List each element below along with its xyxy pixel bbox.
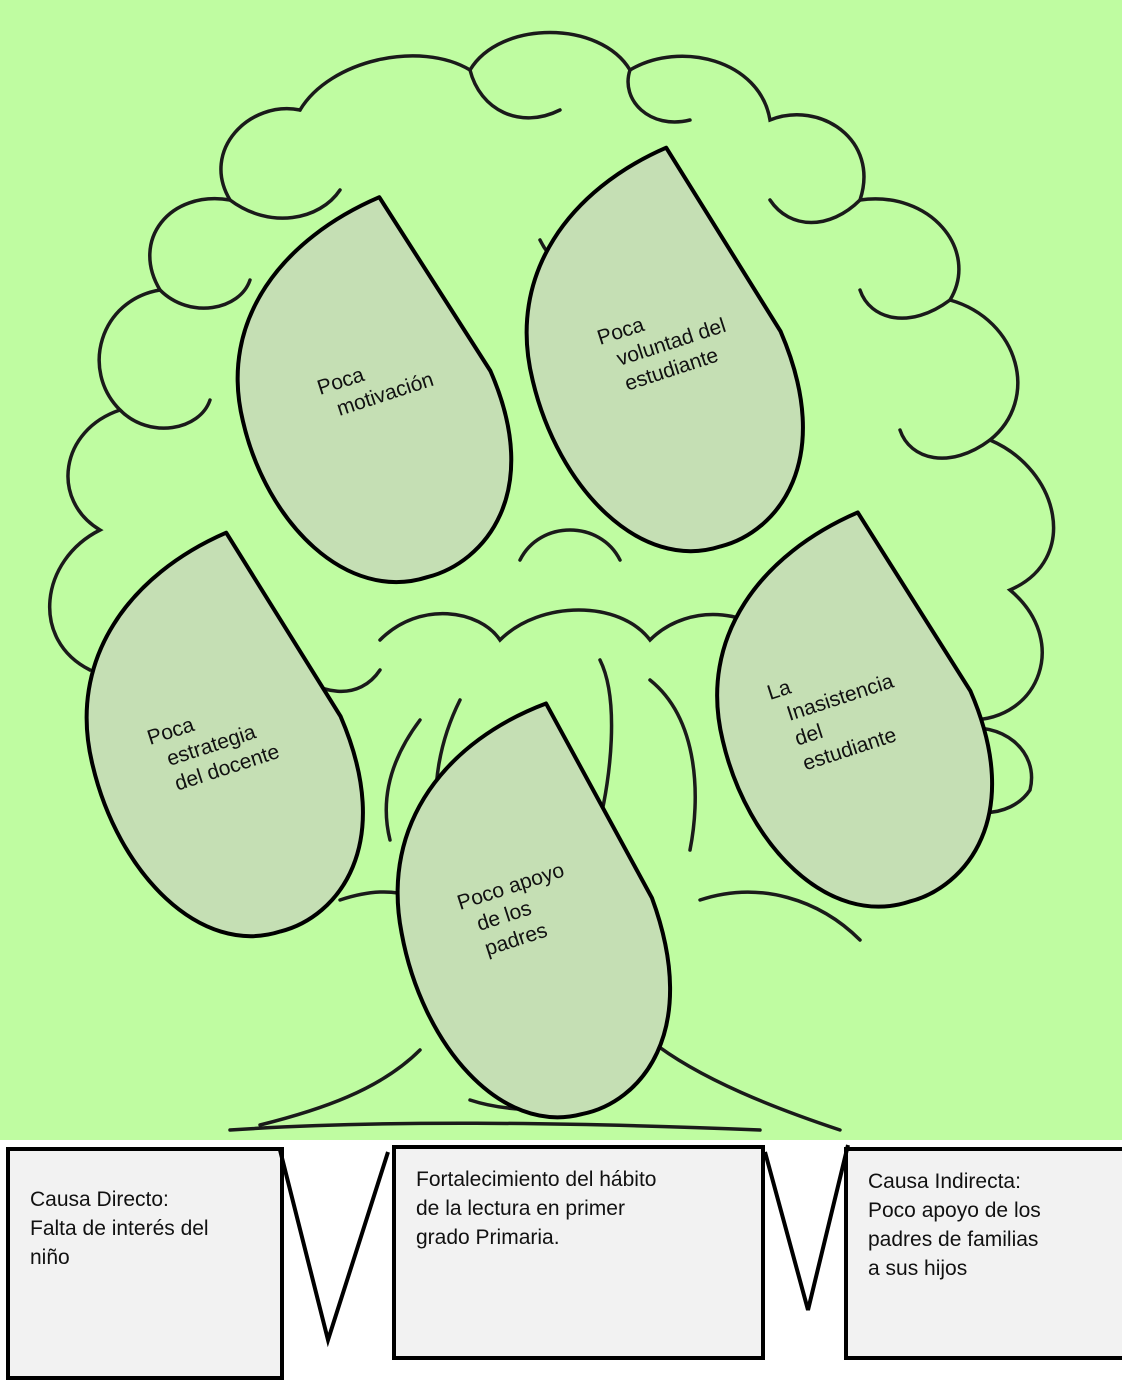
leaf-shape: [524, 145, 805, 554]
leaf-shape: [395, 701, 672, 1120]
leaf-shape: [715, 510, 995, 909]
leaf-shape: [84, 530, 365, 939]
direct-cause-box: Causa Directo: Falta de interés del niño: [6, 1147, 284, 1380]
indirect-cause-box: Causa Indirecta: Poco apoyo de los padre…: [844, 1147, 1122, 1360]
leaf-poco-apoyo: Poco apoyode lospadres: [395, 701, 672, 1120]
leaf-label: Pocaestrategiadel docente: [144, 691, 282, 800]
leaf-poca-estrategia: Pocaestrategiadel docente: [84, 530, 365, 939]
leaf-poca-motivacion: Pocamotivación: [235, 195, 514, 584]
leaf-inasistencia: LaInasistenciadelestudiante: [715, 510, 995, 909]
central-problem-box: Fortalecimiento del hábito de la lectura…: [392, 1145, 765, 1360]
leaf-shape: [235, 195, 514, 584]
leaf-poca-voluntad: Pocavoluntad delestudiante: [524, 145, 805, 554]
